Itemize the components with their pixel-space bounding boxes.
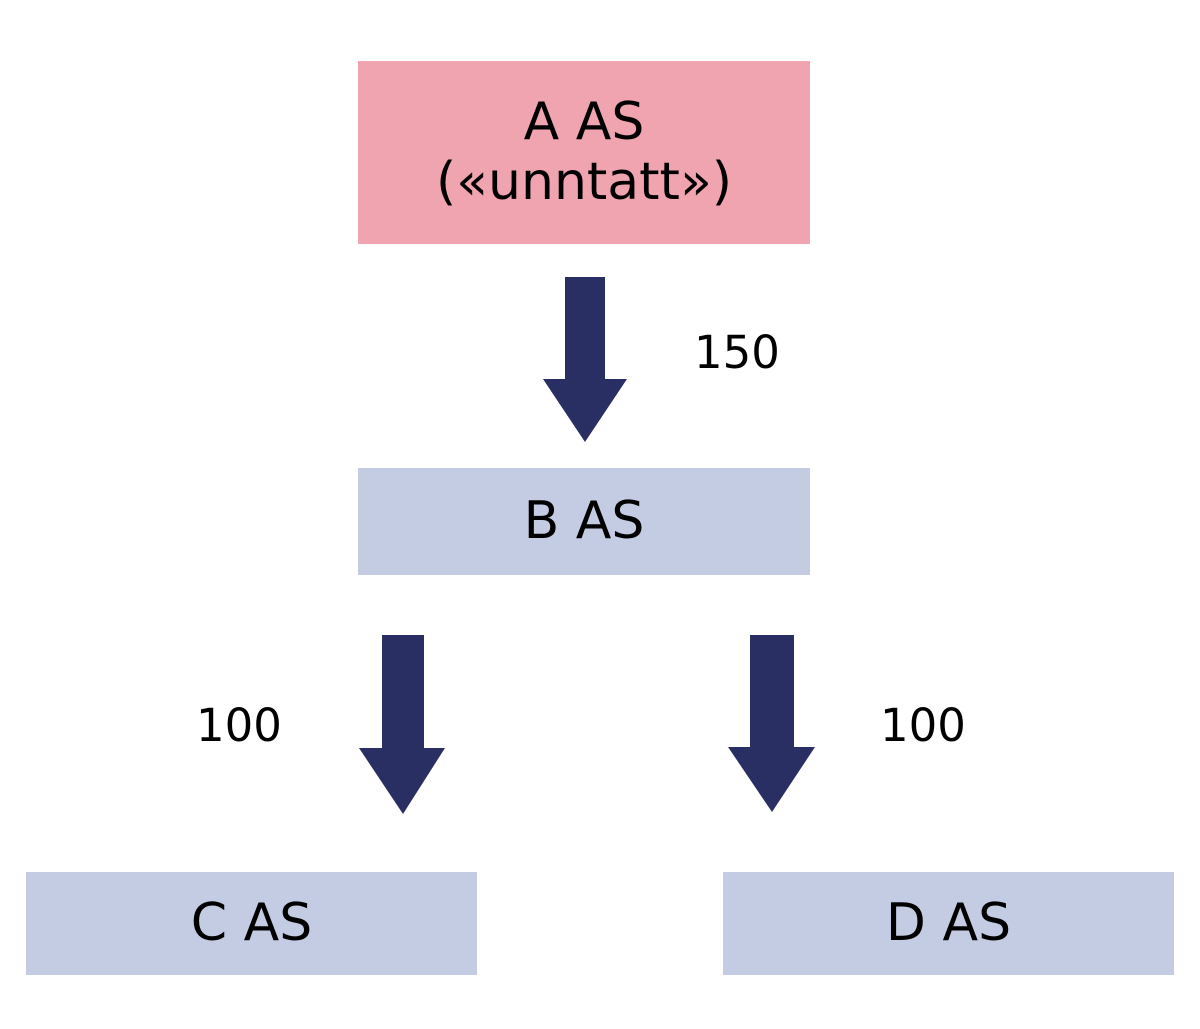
- arrow-down-icon-a-to-b: [543, 277, 627, 442]
- arrow-down-icon-b-to-d: [728, 635, 815, 812]
- node-label-a: A AS («unntatt»): [435, 91, 733, 212]
- node-box-a[interactable]: A AS («unntatt»): [358, 61, 810, 244]
- node-label-b: B AS: [523, 490, 645, 551]
- edge-label-b-to-c: 100: [196, 699, 282, 752]
- node-box-c[interactable]: C AS: [26, 872, 477, 975]
- edge-label-b-to-d: 100: [880, 699, 966, 752]
- node-box-b[interactable]: B AS: [358, 468, 810, 575]
- node-label-d: D AS: [885, 892, 1012, 953]
- node-box-d[interactable]: D AS: [723, 872, 1174, 975]
- arrow-down-icon-b-to-c: [359, 635, 445, 814]
- edge-label-a-to-b: 150: [694, 326, 780, 379]
- node-label-c: C AS: [190, 892, 313, 953]
